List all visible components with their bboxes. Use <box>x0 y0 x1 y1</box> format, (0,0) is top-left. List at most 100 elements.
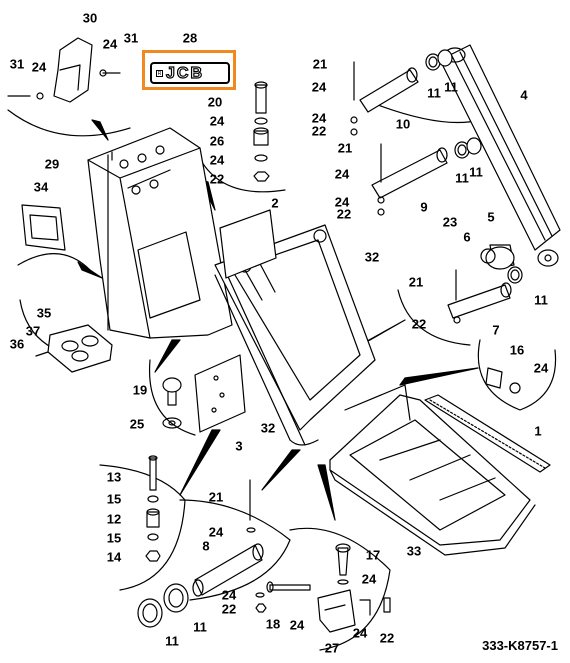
label-28[interactable]: 28 <box>182 30 198 46</box>
label-1[interactable]: 1 <box>534 423 542 439</box>
drawing-reference: 333-K8757-1 <box>482 638 558 653</box>
label-11-a[interactable]: 11 <box>427 85 441 101</box>
label-22-a[interactable]: 22 <box>209 171 225 187</box>
label-34[interactable]: 34 <box>33 179 49 195</box>
bushing-26 <box>253 130 269 146</box>
label-24-f[interactable]: 24 <box>311 110 327 126</box>
jcb-logo: R JCB <box>150 62 230 84</box>
bushing-11d <box>466 137 482 155</box>
label-24-c[interactable]: 24 <box>209 113 225 129</box>
label-11-d[interactable]: 11 <box>469 164 483 180</box>
label-11-e[interactable]: 11 <box>534 292 548 308</box>
label-24-j[interactable]: 24 <box>208 524 224 540</box>
label-24-d[interactable]: 24 <box>209 152 225 168</box>
label-31-a[interactable]: 31 <box>123 30 139 46</box>
label-29[interactable]: 29 <box>44 156 60 172</box>
label-13[interactable]: 13 <box>106 469 122 485</box>
label-15-b[interactable]: 15 <box>106 530 122 546</box>
label-2[interactable]: 2 <box>271 195 279 211</box>
label-22-c[interactable]: 22 <box>336 206 352 222</box>
label-4[interactable]: 4 <box>520 87 528 103</box>
label-22-f[interactable]: 22 <box>379 630 395 646</box>
label-32-b[interactable]: 32 <box>260 420 276 436</box>
pin-20 <box>255 84 267 114</box>
label-7[interactable]: 7 <box>492 322 500 338</box>
label-3[interactable]: 3 <box>235 438 243 454</box>
label-26[interactable]: 26 <box>209 133 225 149</box>
bushing-11b <box>437 49 453 67</box>
label-24-g[interactable]: 24 <box>334 166 350 182</box>
washer-15-b <box>147 533 159 541</box>
pin-9 <box>371 149 448 199</box>
label-9[interactable]: 9 <box>420 199 428 215</box>
label-17[interactable]: 17 <box>365 547 381 563</box>
label-11-b[interactable]: 11 <box>444 79 458 95</box>
cutting-edge <box>424 394 551 473</box>
label-20[interactable]: 20 <box>207 94 223 110</box>
label-25[interactable]: 25 <box>129 416 145 432</box>
label-27[interactable]: 27 <box>324 640 340 656</box>
label-21-b[interactable]: 21 <box>337 140 353 156</box>
nut-14 <box>145 550 161 562</box>
label-15-a[interactable]: 15 <box>106 491 122 507</box>
label-22-e[interactable]: 22 <box>221 601 237 617</box>
label-10[interactable]: 10 <box>395 116 411 132</box>
washer-6 <box>480 248 496 264</box>
label-23[interactable]: 23 <box>442 214 458 230</box>
bolt-13 <box>149 457 157 491</box>
bracket-27 <box>317 589 356 633</box>
label-31-b[interactable]: 31 <box>9 56 25 72</box>
label-21-d[interactable]: 21 <box>208 489 224 505</box>
label-30[interactable]: 30 <box>82 10 98 26</box>
label-24-k[interactable]: 24 <box>221 587 237 603</box>
label-24-l[interactable]: 24 <box>361 571 377 587</box>
main-column <box>87 127 233 339</box>
label-11-g[interactable]: 11 <box>193 619 207 635</box>
callout-arc-lower-mid <box>179 499 291 601</box>
washer-24-c <box>509 382 521 394</box>
label-24-m[interactable]: 24 <box>289 617 305 633</box>
bushing-11e <box>507 266 523 284</box>
callout-arc-pin7 <box>397 289 471 346</box>
label-24-b[interactable]: 24 <box>31 59 47 75</box>
label-24-e[interactable]: 24 <box>311 79 327 95</box>
label-24-a[interactable]: 24 <box>102 36 118 52</box>
bushing-11g <box>163 583 189 613</box>
label-24-h[interactable]: 24 <box>334 194 350 210</box>
label-11-c[interactable]: 11 <box>455 170 469 186</box>
label-24-i[interactable]: 24 <box>533 360 549 376</box>
bolt-16 <box>485 367 503 389</box>
label-12[interactable]: 12 <box>106 511 122 527</box>
bushing-11f <box>137 598 163 628</box>
label-6[interactable]: 6 <box>463 229 471 245</box>
callout-arc-lower-right <box>289 527 391 651</box>
label-8[interactable]: 8 <box>202 538 210 554</box>
bolt-17 <box>337 547 349 576</box>
label-32-a[interactable]: 32 <box>364 249 380 265</box>
label-18[interactable]: 18 <box>265 616 281 632</box>
label-35[interactable]: 35 <box>36 305 52 321</box>
label-22-b[interactable]: 22 <box>311 123 327 139</box>
label-14[interactable]: 14 <box>106 549 122 565</box>
nut-22 <box>253 171 270 182</box>
label-21-a[interactable]: 21 <box>312 56 328 72</box>
pin-8 <box>194 544 263 596</box>
hydraulic-cylinder <box>439 44 561 251</box>
bracket-37 <box>47 324 113 373</box>
label-19[interactable]: 19 <box>132 382 148 398</box>
label-11-f[interactable]: 11 <box>165 633 179 649</box>
label-5[interactable]: 5 <box>487 209 495 225</box>
label-37[interactable]: 37 <box>25 323 41 339</box>
label-22-d[interactable]: 22 <box>411 316 427 332</box>
washer-15-a <box>147 495 159 503</box>
washer-25 <box>162 417 182 429</box>
label-33[interactable]: 33 <box>406 543 422 559</box>
label-21-c[interactable]: 21 <box>408 274 424 290</box>
label-36[interactable]: 36 <box>9 336 25 352</box>
label-24-n[interactable]: 24 <box>352 625 368 641</box>
registered-mark-icon: R <box>156 70 163 77</box>
base-tray <box>329 394 531 546</box>
callout-arc-16 <box>477 339 557 411</box>
label-16[interactable]: 16 <box>509 342 525 358</box>
